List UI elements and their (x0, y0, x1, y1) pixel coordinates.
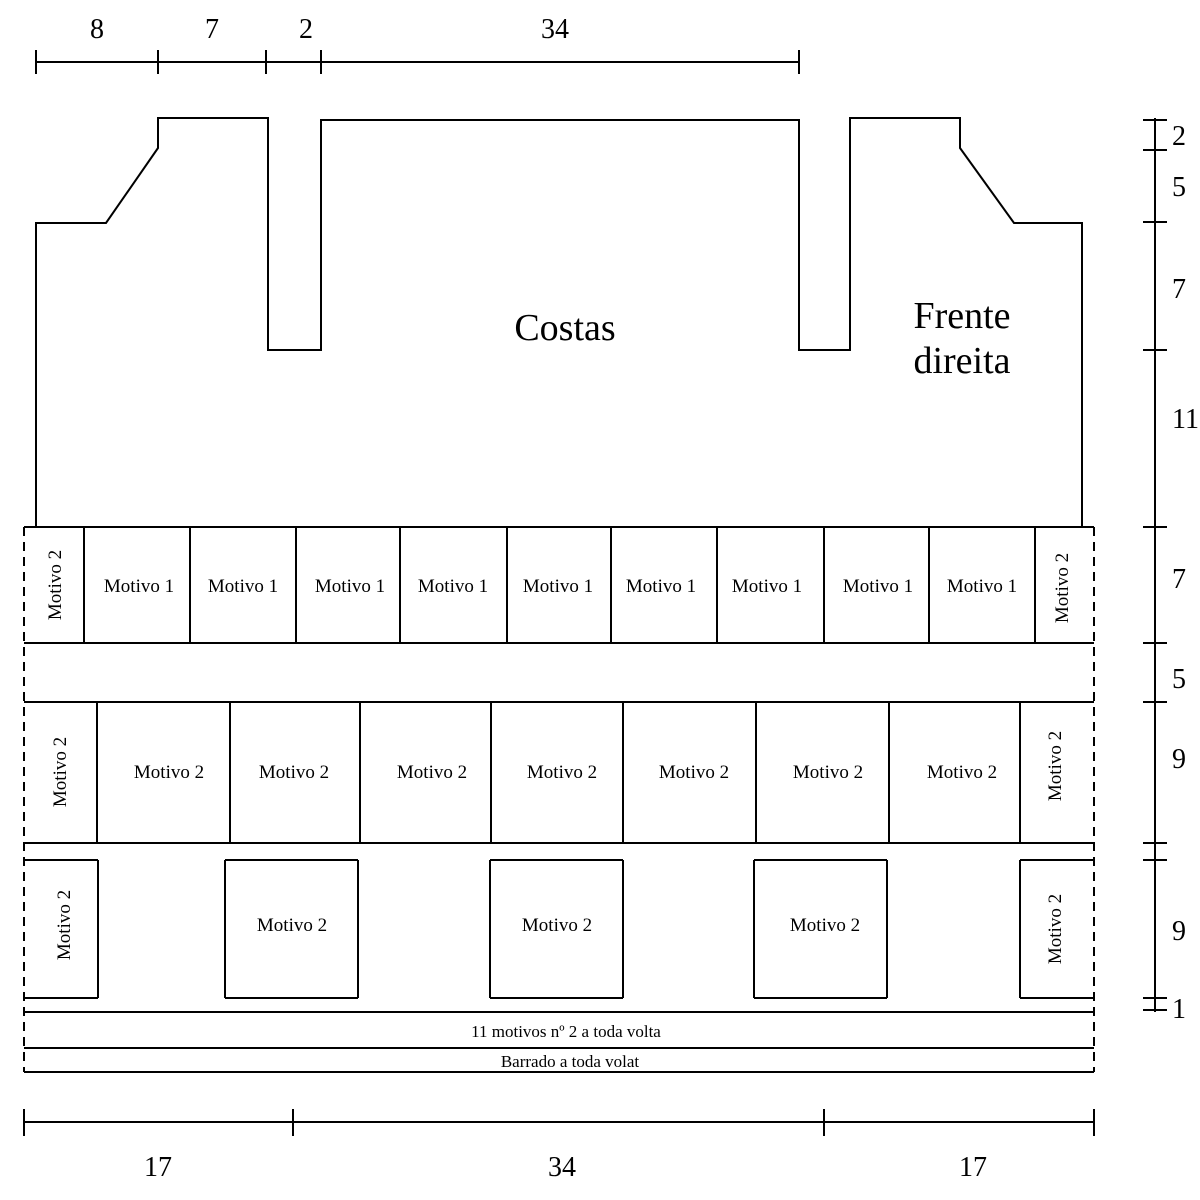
motif-label: Motivo 2 (1045, 894, 1066, 964)
motif-label: Motivo 1 (947, 576, 1017, 597)
motif-label: Motivo 2 (1045, 731, 1066, 801)
motif-label: Motivo 1 (523, 576, 593, 597)
motif-label: Motivo 2 (527, 762, 597, 783)
motif-label: Motivo 2 (522, 915, 592, 936)
motif-label: Motivo 2 (45, 550, 66, 620)
top-dimension-label: 2 (299, 14, 313, 45)
motif-label: Motivo 2 (397, 762, 467, 783)
row2-dividers (96, 702, 1021, 843)
top-dimension-label: 8 (90, 14, 104, 45)
motif-label: Motivo 2 (790, 915, 860, 936)
right-dimension-ruler (1143, 118, 1167, 1012)
row3-box-sides (97, 860, 1021, 998)
motif-label: Motivo 2 (259, 762, 329, 783)
bottom-dimension-label: 17 (959, 1152, 987, 1183)
motif-label: Motivo 1 (208, 576, 278, 597)
motif-label: Motivo 2 (50, 737, 71, 807)
right-dimension-label: 5 (1172, 172, 1186, 203)
motif-label: Motivo 2 (54, 890, 75, 960)
right-dimension-label: 5 (1172, 664, 1186, 695)
right-dimension-label: 1 (1172, 994, 1186, 1025)
motif-label: Motivo 2 (659, 762, 729, 783)
motif-band-label: 11 motivos nº 2 a toda volta (471, 1022, 661, 1041)
upper-body-outline (35, 117, 1083, 527)
motif-label: Motivo 1 (418, 576, 488, 597)
motif-label: Motivo 1 (315, 576, 385, 597)
border-band-label: Barrado a toda volat (501, 1052, 640, 1071)
right-dimension-label: 7 (1172, 274, 1186, 305)
back-panel-label: Costas (514, 307, 615, 349)
right-dimension-label: 7 (1172, 564, 1186, 595)
bottom-dimension-label: 17 (144, 1152, 172, 1183)
top-dimension-ruler (35, 50, 800, 74)
front-right-label: direita (913, 340, 1010, 382)
motif-label: Motivo 1 (104, 576, 174, 597)
right-dimension-label: 11 (1172, 404, 1199, 435)
motif-label: Motivo 2 (257, 915, 327, 936)
bottom-dimension-ruler (23, 1109, 1095, 1136)
motif-panel-lines (24, 526, 1094, 1073)
top-dimension-label: 34 (541, 14, 569, 45)
motif-label: Motivo 1 (626, 576, 696, 597)
top-dimension-label: 7 (205, 14, 219, 45)
motif-label: Motivo 1 (732, 576, 802, 597)
right-dimension-label: 9 (1172, 916, 1186, 947)
row1-dividers (83, 527, 1036, 643)
motif-label: Motivo 2 (1052, 553, 1073, 623)
right-dimension-label: 9 (1172, 744, 1186, 775)
motif-label: Motivo 1 (843, 576, 913, 597)
motif-label: Motivo 2 (134, 762, 204, 783)
bottom-dimension-label: 34 (548, 1152, 576, 1183)
motif-label: Motivo 2 (927, 762, 997, 783)
dashed-side-edges (23, 527, 1095, 1072)
front-right-label: Frente (913, 295, 1010, 337)
right-dimension-label: 2 (1172, 121, 1186, 152)
motif-label: Motivo 2 (793, 762, 863, 783)
